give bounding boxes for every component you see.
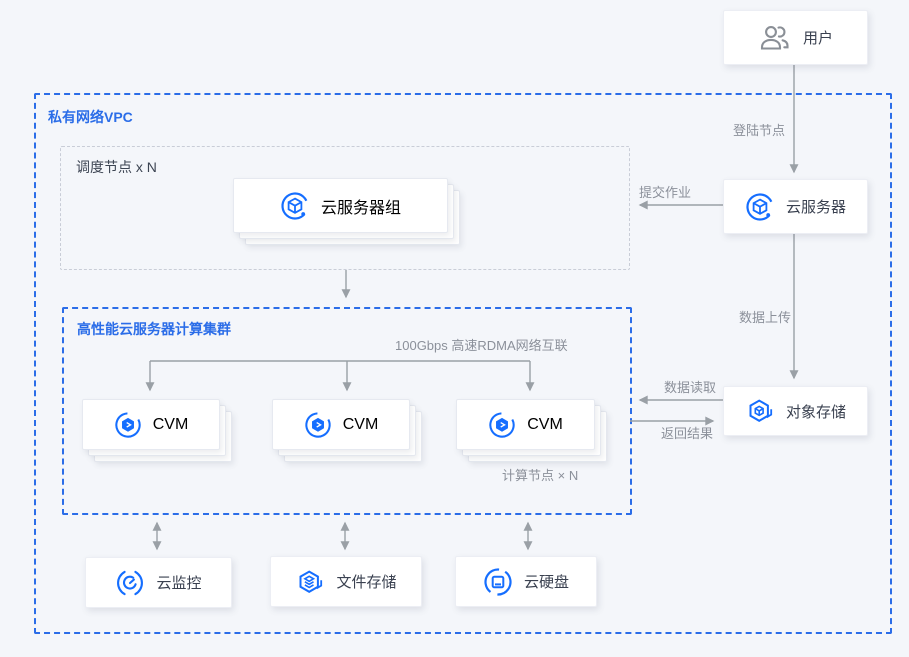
cloud-server-icon <box>746 192 774 221</box>
stack-card-front: CVM <box>82 399 220 450</box>
node-cvm-label: CVM <box>527 415 563 433</box>
edge-label-submit: 提交作业 <box>639 185 692 200</box>
node-cloud-monitor: 云监控 <box>85 557 232 608</box>
node-file-storage: 文件存储 <box>270 556 422 607</box>
edge-label-read: 数据读取 <box>664 380 717 395</box>
node-file-storage-label: 文件存储 <box>336 574 397 591</box>
node-object-storage: 对象存储 <box>723 386 868 436</box>
node-server-group: 云服务器组 <box>233 178 460 245</box>
compute-node-note: 计算节点 × N <box>502 468 579 483</box>
cloud-server-icon <box>281 191 309 220</box>
vpc-label: 私有网络VPC <box>48 109 133 125</box>
cvm-icon <box>489 411 515 438</box>
node-cloud-server: 云服务器 <box>723 179 868 234</box>
stack-card-front: CVM <box>272 399 410 450</box>
cloud-monitor-icon <box>117 570 144 595</box>
scheduler-container <box>60 146 630 270</box>
object-storage-icon <box>749 399 773 422</box>
node-cvm-label: CVM <box>152 415 189 433</box>
node-user-label: 用户 <box>802 30 833 47</box>
cvm-icon <box>305 411 331 438</box>
node-cloud-server-label: 云服务器 <box>785 199 846 216</box>
edge-label-rdma: 100Gbps 高速RDMA网络互联 <box>395 338 568 353</box>
stack-card-front: CVM <box>456 399 595 450</box>
node-cloud-disk: 云硬盘 <box>455 556 597 607</box>
file-storage-icon <box>299 569 323 593</box>
node-cvm-2: CVM <box>272 399 422 462</box>
edge-label-upload: 数据上传 <box>739 310 792 325</box>
cloud-disk-icon <box>484 567 512 596</box>
cluster-label: 高性能云服务器计算集群 <box>77 321 231 337</box>
node-user: 用户 <box>723 10 868 65</box>
node-cloud-disk-label: 云硬盘 <box>523 574 569 591</box>
scheduler-label: 调度节点 x N <box>76 159 157 175</box>
edge-label-login: 登陆节点 <box>733 123 786 138</box>
node-server-group-label: 云服务器组 <box>320 199 401 217</box>
edge-label-result: 返回结果 <box>661 426 714 441</box>
stack-card-front: 云服务器组 <box>233 178 448 233</box>
cluster-container <box>62 307 632 515</box>
node-cvm-1: CVM <box>82 399 232 462</box>
cvm-icon <box>115 411 141 438</box>
node-cvm-label: CVM <box>342 415 379 433</box>
node-cloud-monitor-label: 云监控 <box>156 575 202 592</box>
node-cvm-3: CVM <box>456 399 607 462</box>
user-icon <box>760 25 789 50</box>
node-object-storage-label: 对象存储 <box>785 403 846 421</box>
vpc-container <box>34 93 892 634</box>
